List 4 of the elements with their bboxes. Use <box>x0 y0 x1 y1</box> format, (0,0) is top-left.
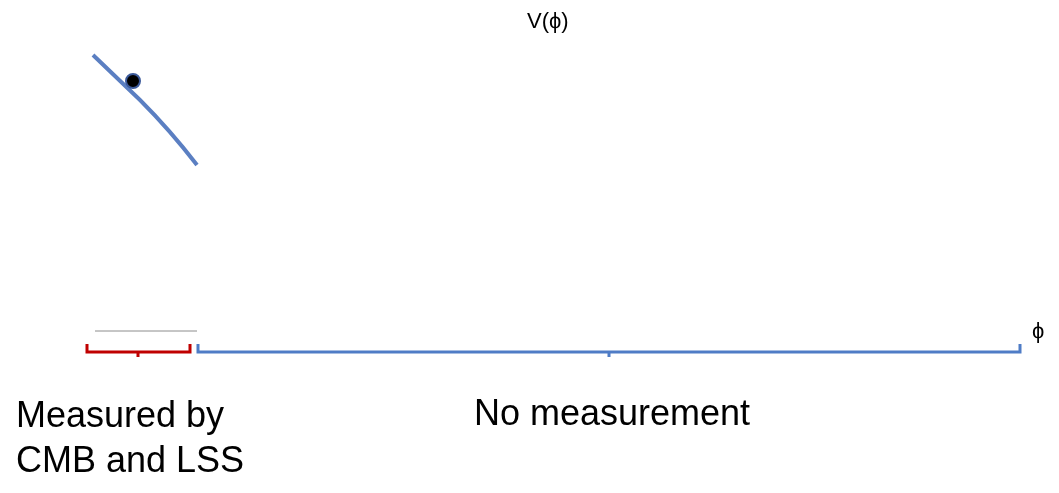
bracket-label: Measured by CMB and LSS <box>16 393 246 482</box>
bracket-label: No measurement <box>474 392 751 434</box>
axis-label: V(ϕ) <box>527 8 569 34</box>
axis-label: ϕ <box>1032 318 1045 344</box>
